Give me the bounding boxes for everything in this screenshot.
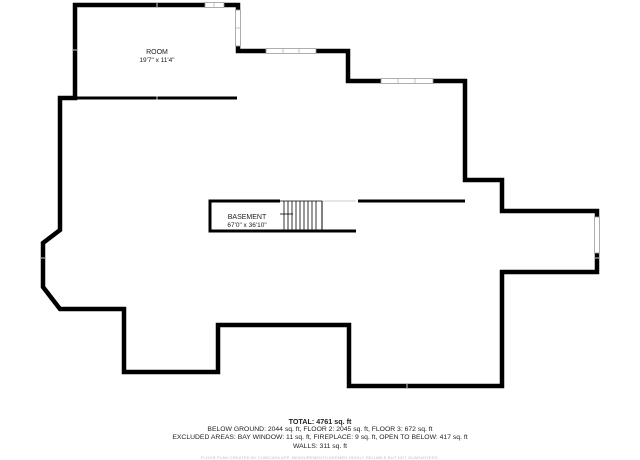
wall-ticks (41, 3, 599, 388)
room-label-room: ROOM 19'7" x 11'4" (128, 49, 186, 65)
total-area: TOTAL: 4761 sq. ft (0, 417, 640, 426)
walls-line: WALLS: 311 sq. ft (292, 442, 348, 450)
stair-partition-wall (208, 199, 356, 233)
disclaimer: FLOOR PLAN CREATED BY CUBICASA APP. MEAS… (200, 454, 440, 460)
outer-wall (40, 2, 600, 389)
total-value: 4761 sq. ft (316, 417, 352, 426)
window-mullions (213, 2, 416, 84)
window (204, 2, 225, 8)
window (380, 78, 434, 84)
window (594, 216, 600, 254)
excluded-areas-line: EXCLUDED AREAS: BAY WINDOW: 11 sq. ft, F… (172, 434, 468, 442)
room-name: BASEMENT (227, 214, 267, 221)
stairs (280, 200, 322, 231)
floor-plan (40, 2, 600, 389)
room-dimensions: 67'0" x 36'10" (227, 222, 267, 229)
below-ground-line: BELOW GROUND: 2044 sq. ft, FLOOR 2: 2045… (207, 426, 433, 434)
room-name: ROOM (146, 49, 168, 56)
window (265, 48, 317, 54)
total-label: TOTAL: (288, 417, 315, 426)
room-dimensions: 19'7" x 11'4" (139, 57, 175, 64)
area-summary: TOTAL: 4761 sq. ft BELOW GROUND: 2044 sq… (0, 417, 640, 460)
room-label-basement: BASEMENT 67'0" x 36'10" (216, 214, 278, 230)
